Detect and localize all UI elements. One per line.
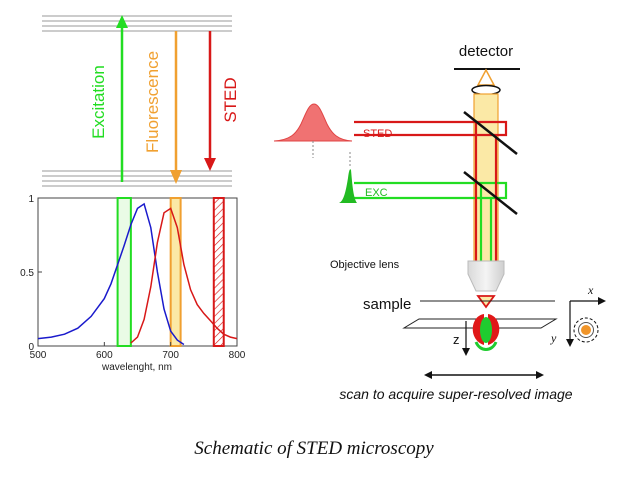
exc-beam-label: EXC: [365, 187, 388, 199]
sted-beam-path: [354, 120, 508, 137]
detector-lens: [471, 84, 501, 96]
sted-arrow: [204, 31, 216, 171]
focal-spot-ring: [578, 322, 594, 338]
focal-spot-center: [581, 325, 591, 335]
detector-cone: [476, 68, 496, 86]
y-axis-inset-label: y: [550, 331, 557, 345]
sample-label: sample: [363, 296, 411, 313]
y-tick-label: 0.5: [20, 268, 34, 279]
sted-band: [212, 197, 225, 347]
axis-ticks: 500 600 700 800 0 0.5 1: [20, 194, 246, 361]
x-tick-label: 600: [96, 350, 113, 361]
excitation-arrow: [116, 15, 128, 182]
sted-pulse-icon: [273, 103, 353, 142]
excitation-label: Excitation: [89, 65, 108, 139]
absorption-spectrum-line: [37, 202, 185, 346]
scan-caption: scan to acquire super-resolved image: [339, 386, 572, 402]
objective-lens: [467, 260, 505, 292]
detector-label: detector: [459, 43, 513, 60]
fluorescence-band: [169, 197, 182, 347]
plot-frame: [37, 197, 238, 347]
spectrum-chart: 500 600 700 800 0 0.5 1 wavelenght, nm: [20, 194, 246, 373]
scan-arrow-right-head: [536, 371, 544, 379]
sted-dichroic-mirror: [463, 111, 518, 155]
z-axis-label: z: [453, 332, 460, 347]
microscope-setup: detector STED EXC Objective lens sample: [273, 43, 606, 402]
y-tick-label: 0: [28, 342, 34, 353]
scan-arrow-left-head: [424, 371, 432, 379]
spectra-series: [37, 202, 238, 346]
sted-label: STED: [221, 77, 240, 122]
z-arrow-head: [462, 348, 470, 356]
fluorescence-arrow: [170, 31, 182, 184]
x-arrow-head: [598, 297, 606, 305]
psf-lobes: [472, 314, 500, 351]
excitation-band: [116, 197, 132, 347]
x-axis-inset-label: x: [587, 283, 594, 297]
lower-energy-levels: [42, 170, 232, 187]
x-tick-label: 800: [229, 350, 246, 361]
focal-spot-outer: [573, 317, 599, 343]
energy-level-diagram: Excitation Fluorescence STED: [42, 15, 240, 187]
exc-beam-path: [354, 181, 508, 200]
y-arrow-head: [566, 339, 574, 347]
upper-energy-levels: [42, 15, 232, 32]
sted-beam-label: STED: [363, 128, 392, 140]
objective-lens-label: Objective lens: [330, 259, 400, 271]
x-tick-label: 500: [30, 350, 47, 361]
figure-caption: Schematic of STED microscopy: [194, 438, 434, 459]
exc-pulse-icon: [339, 169, 357, 203]
x-tick-label: 700: [162, 350, 179, 361]
emission-spectrum-line: [130, 207, 238, 344]
fluorescence-label: Fluorescence: [143, 51, 162, 153]
exc-dichroic-mirror: [463, 171, 518, 215]
y-tick-label: 1: [28, 194, 34, 205]
x-axis-label: wavelenght, nm: [101, 362, 172, 373]
